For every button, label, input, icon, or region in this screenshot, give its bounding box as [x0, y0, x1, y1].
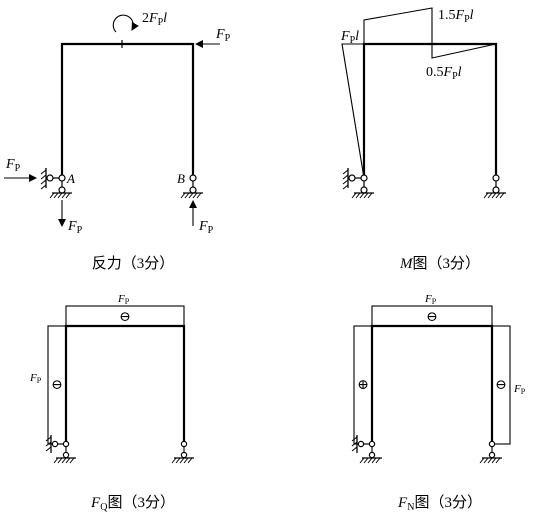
moment-caption-rest: 图（3分） — [412, 255, 480, 272]
moment-support-a — [342, 168, 374, 199]
shear-left-label: FP — [29, 372, 42, 385]
reaction-frame — [60, 42, 195, 178]
force-left-label: FP — [5, 157, 21, 174]
force-down-a-label: FP — [67, 219, 83, 236]
moment-mid-label: 0.5FPl — [426, 65, 462, 82]
axial-frame — [370, 324, 494, 444]
moment-left-label: FPl — [340, 29, 359, 46]
moment-frame — [362, 42, 498, 178]
shear-support-a — [45, 435, 76, 464]
axial-right-sign: ⊖ — [495, 378, 507, 393]
axial-right-label: FP — [513, 383, 526, 396]
moment-left-diagram — [341, 43, 365, 179]
support-a — [40, 168, 72, 199]
axial-support-b — [479, 440, 502, 464]
shear-caption: FQ图（3分） — [90, 494, 175, 513]
shear-top-sign: ⊖ — [119, 310, 131, 325]
shear-caption-var: F — [90, 495, 101, 511]
moment-panel: FPl 1.5FPl 0.5FPl — [340, 7, 506, 272]
force-up-b-label: FP — [198, 219, 214, 236]
shear-left-sign: ⊖ — [51, 378, 63, 393]
axial-beam-diagram — [371, 305, 493, 327]
moment-arrow — [112, 14, 139, 33]
force-top-right-label: FP — [215, 27, 231, 44]
axial-support-a — [351, 435, 382, 464]
support-a-label: A — [66, 171, 75, 186]
axial-right-diagram — [491, 325, 511, 445]
support-b — [180, 174, 203, 199]
moment-caption: M图（3分） — [399, 255, 480, 272]
axial-top-sign: ⊖ — [426, 310, 438, 325]
shear-support-b — [171, 440, 194, 464]
moment-peak-label: 1.5FPl — [438, 8, 474, 25]
shear-frame — [64, 324, 186, 444]
shear-caption-sub: Q — [100, 502, 108, 513]
moment-support-b — [483, 174, 506, 199]
axial-caption-var: F — [397, 495, 408, 511]
moment-label: 2FPl — [142, 11, 167, 28]
shear-top-label: FP — [117, 293, 130, 306]
reaction-caption: 反力（3分） — [92, 255, 175, 272]
shear-caption-rest: 图（3分） — [107, 494, 175, 511]
axial-left-sign: ⊕ — [357, 378, 369, 393]
reaction-panel: 2FPl FP A FP — [4, 11, 231, 272]
moment-beam-diagram — [363, 7, 497, 59]
support-b-label: B — [177, 171, 185, 186]
axial-caption-sub: N — [407, 502, 414, 513]
axial-top-label: FP — [424, 293, 437, 306]
axial-panel: ⊖ ⊕ ⊖ FP FP — [351, 293, 526, 513]
shear-beam-diagram — [65, 305, 185, 327]
axial-caption: FN图（3分） — [397, 494, 482, 513]
axial-caption-rest: 图（3分） — [414, 494, 482, 511]
moment-caption-var: M — [399, 256, 414, 272]
shear-panel: ⊖ ⊖ FP FP — [29, 293, 194, 513]
